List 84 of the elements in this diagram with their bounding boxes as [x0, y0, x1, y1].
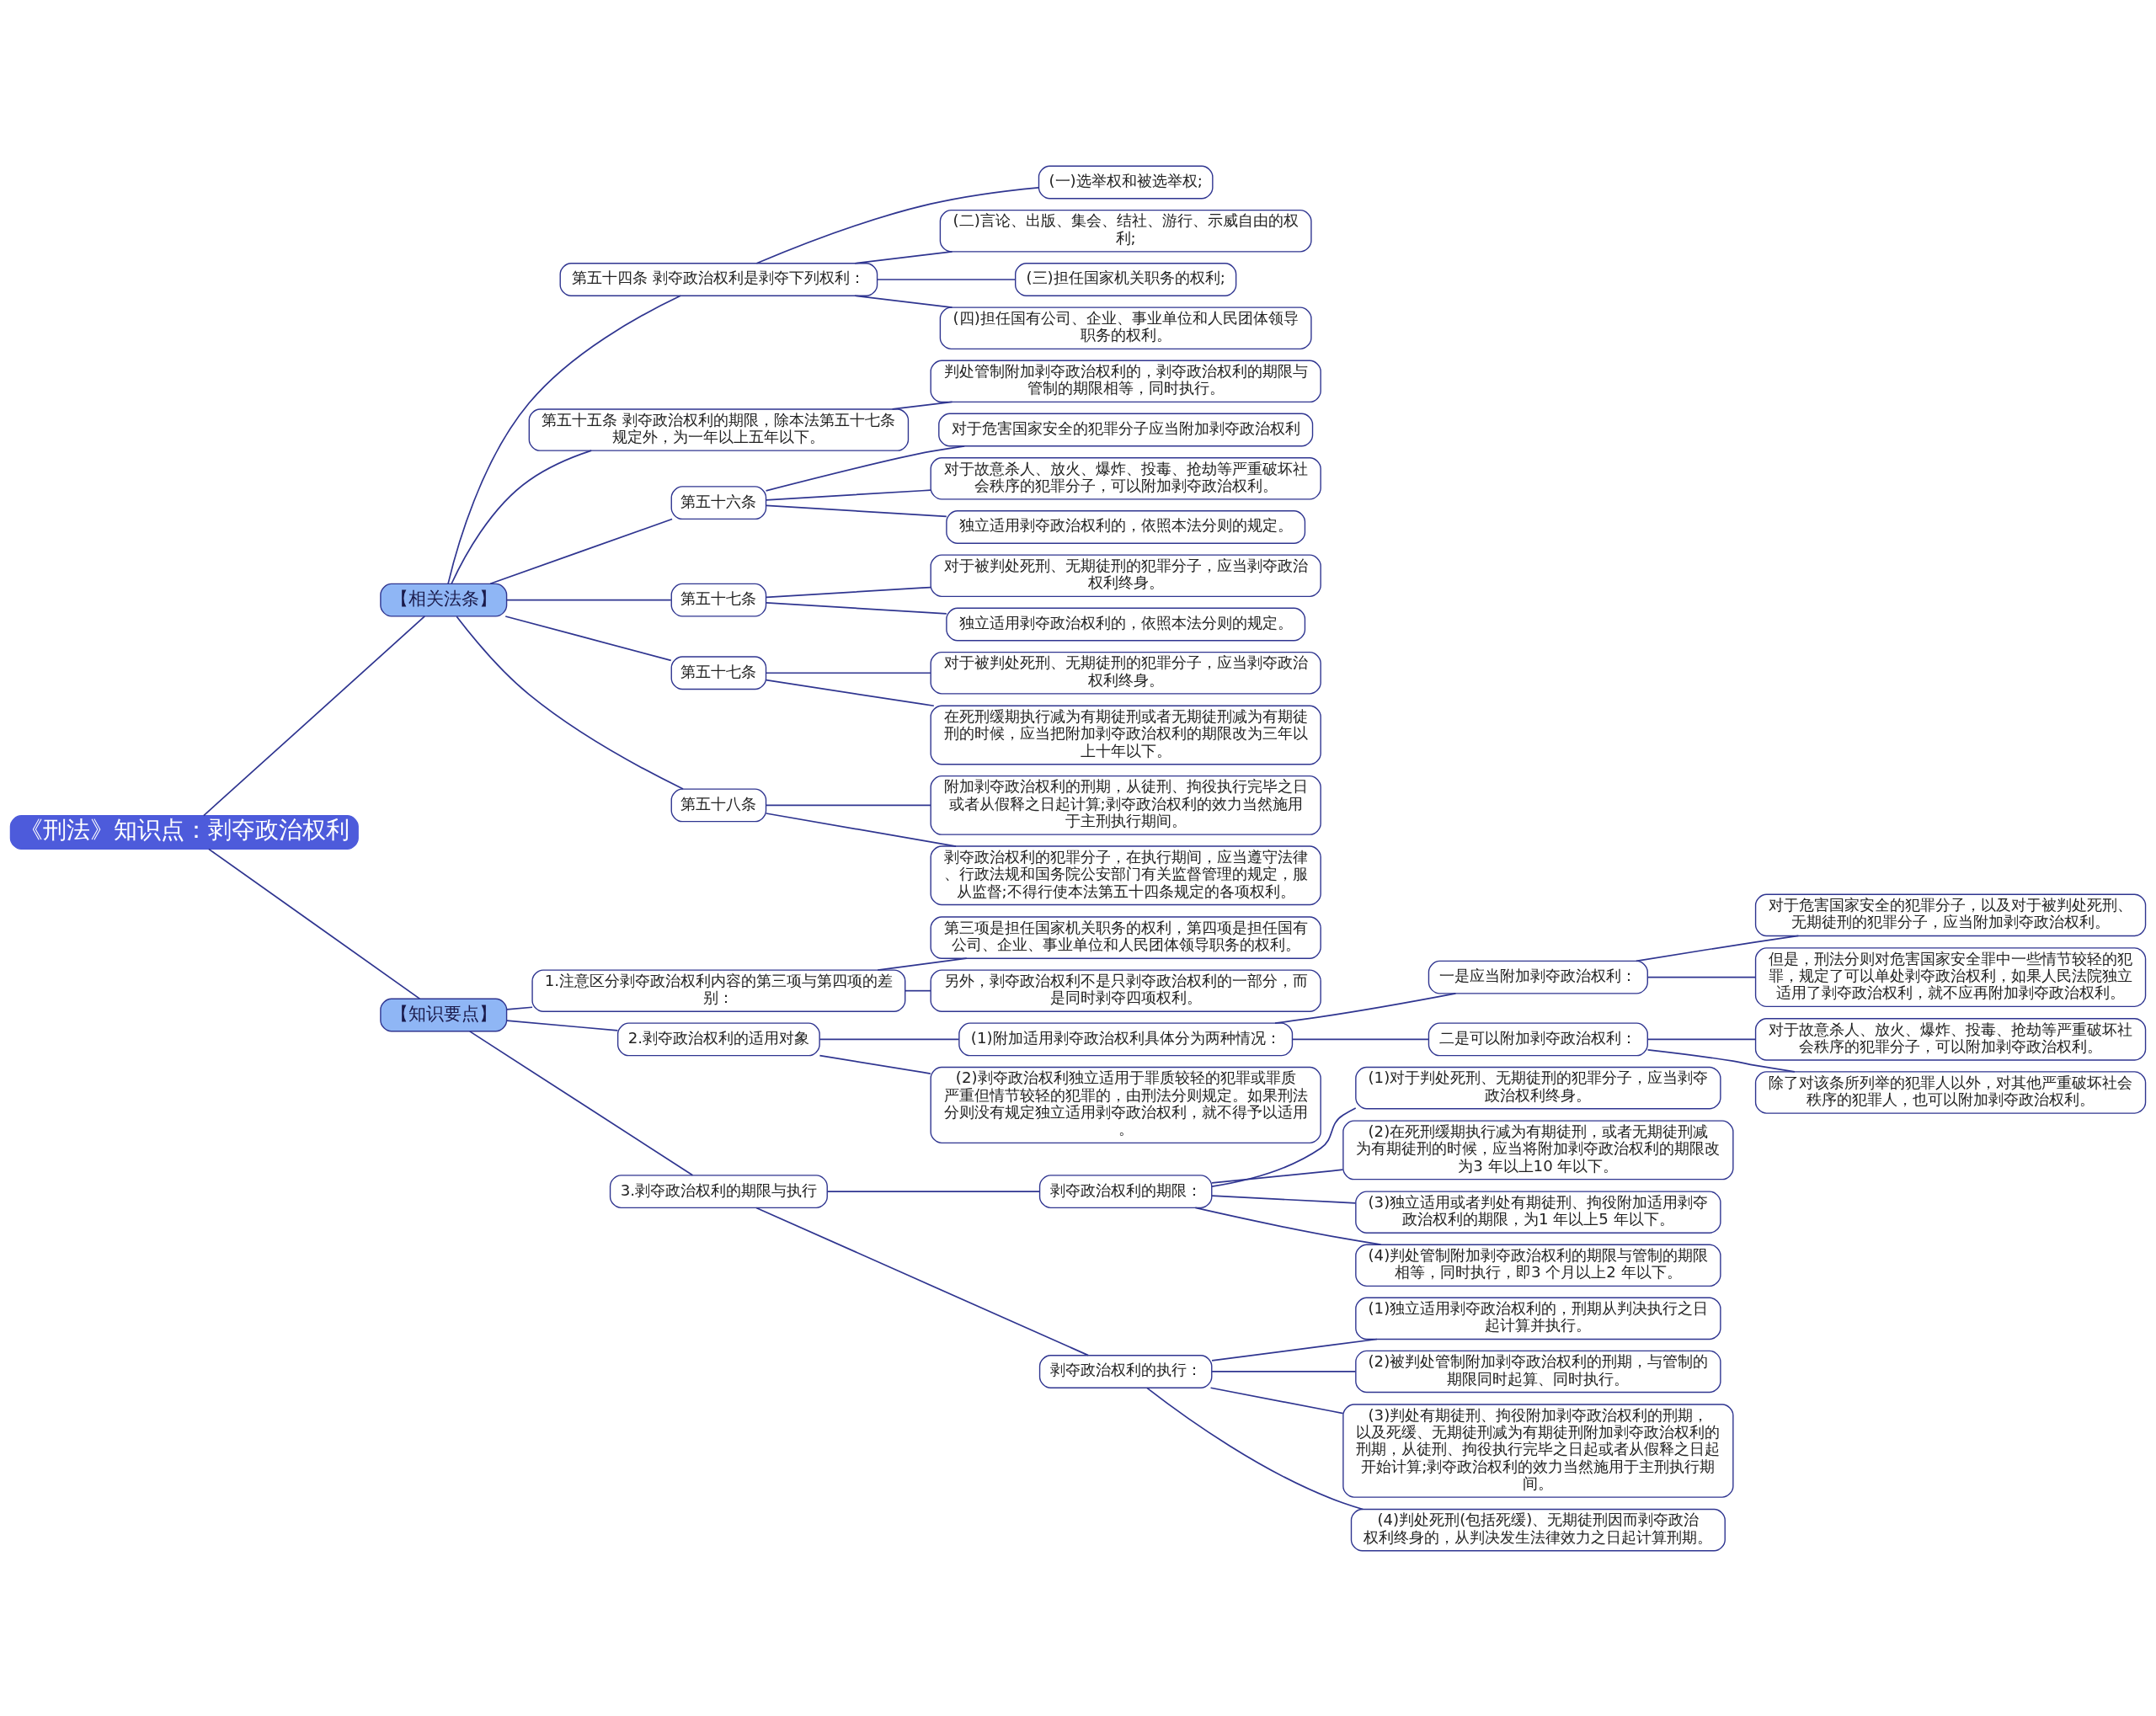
connector [819, 1038, 960, 1040]
node-box: 剥夺政治权利的犯罪分子，在执行期间，应当遵守法律、行政法规和国务院公安部门有关监督管理的规定，服从监督;不得行使本法第五十四条规定的各项权利。 [930, 845, 1321, 905]
node-box: 二是可以附加剥夺政治权利： [1428, 1021, 1648, 1056]
connector [765, 671, 931, 674]
node-box: (1)对于判处死刑、无期徒刑的犯罪分子，应当剥夺政治权利终身。 [1355, 1066, 1721, 1109]
connector [1211, 1370, 1357, 1372]
node-box: 附加剥夺政治权利的刑期，从徒刑、拘役执行完毕之日或者从假释之日起计算;剥夺政治权利的效力当然施用于主刑执行期间。 [930, 775, 1321, 835]
node-box: 第五十八条 [670, 787, 767, 822]
node-box: (4)判处管制附加剥夺政治权利的期限与管制的期限相等，同时执行，即3 个月以上2 年以下。 [1355, 1244, 1721, 1287]
node-box: 1.注意区分剥夺政治权利内容的第三项与第四项的差别： [531, 968, 906, 1012]
connector [489, 518, 673, 584]
node-box: 第五十四条 剥夺政治权利是剥夺下列权利： [559, 262, 878, 296]
connector [506, 1019, 619, 1031]
node-box: 2.剥夺政治权利的适用对象 [616, 1021, 820, 1056]
connector [456, 615, 684, 790]
node-box: (四)担任国有公司、企业、事业单位和人民团体领导职务的权利。 [939, 306, 1312, 349]
node-box: (1)附加适用剥夺政治权利具体分为两种情况： [958, 1021, 1294, 1056]
node-box: 除了对该条所列举的犯罪人以外，对其他严重破坏社会秩序的犯罪人，也可以附加剥夺政治权利。 [1754, 1070, 2147, 1114]
node-box: (1)独立适用剥夺政治权利的，刑期从判决执行之日起计算并执行。 [1355, 1297, 1721, 1340]
connector [765, 586, 931, 598]
node-box: 另外，剥夺政治权利不是只剥夺政治权利的一部分，而是同时剥夺四项权利。 [930, 968, 1321, 1012]
connector [765, 601, 947, 615]
connector [905, 989, 931, 992]
node-box: 剥夺政治权利的执行： [1038, 1354, 1213, 1388]
connector [506, 1005, 533, 1010]
connector [468, 1030, 694, 1176]
node-box: (2)在死刑缓期执行减为有期徒刑，或者无期徒刑减为有期徒刑的时候，应当将附加剥夺政治权利的期限改为3 年以上10 年以下。 [1342, 1119, 1734, 1180]
connector [826, 1190, 1041, 1192]
connector [1211, 1194, 1357, 1204]
node-box: 在死刑缓期执行减为有期徒刑或者无期徒刑减为有期徒刑的时候，应当把附加剥夺政治权利的期限改为三年以上十年以下。 [930, 705, 1321, 765]
node-box: 对于被判处死刑、无期徒刑的犯罪分子，应当剥夺政治权利终身。 [930, 554, 1321, 597]
connector [1209, 1386, 1344, 1414]
connector [765, 679, 935, 706]
connector [877, 278, 1017, 280]
node-box: (3)独立适用或者判处有期徒刑、拘役附加适用剥夺政治权利的期限，为1 年以上5 年以下。 [1355, 1190, 1721, 1234]
connector [755, 1207, 1089, 1356]
node-box: 但是，刑法分则对危害国家安全罪中一些情节较轻的犯罪，规定了可以单处剥夺政治权利，如果人民法院独立适用了剥夺政治权利，就不应再附加剥夺政治权利。 [1754, 946, 2147, 1007]
node-box: 3.剥夺政治权利的期限与执行 [609, 1174, 828, 1208]
connector [1146, 1387, 1364, 1510]
connector [1211, 1168, 1344, 1184]
node-box: 【相关法条】 [380, 583, 508, 617]
node-box: (4)判处死刑(包括死缓)、无期徒刑因而剥夺政治权利终身的，从判决发生法律效力之日起计算刑期。 [1350, 1508, 1726, 1551]
node-box: 第三项是担任国家机关职务的权利，第四项是担任国有公司、企业、事业单位和人民团体领导职务的权利。 [930, 915, 1321, 959]
node-box: 对于故意杀人、放火、爆炸、投毒、抢劫等严重破坏社会秩序的犯罪分子，可以附加剥夺政治权利。 [930, 456, 1321, 500]
node-box: (3)判处有期徒刑、拘役附加剥夺政治权利的刑期，以及死缓、无期徒刑减为有期徒刑附加剥夺政治权利的刑期，从徒刑、拘役执行完毕之日起或者从假释之日起开始计算;剥夺政治权利的效力当然施用于主刑执行期间。 [1342, 1403, 1734, 1498]
connector [854, 250, 953, 264]
connector [765, 504, 947, 517]
node-box: 对于被判处死刑、无期徒刑的犯罪分子，应当剥夺政治权利终身。 [930, 651, 1321, 695]
node-box: 第五十七条 [670, 583, 767, 617]
connector [765, 804, 931, 806]
connector [451, 449, 593, 584]
connector [1291, 1038, 1430, 1040]
node-box: 剥夺政治权利的期限： [1038, 1174, 1213, 1208]
node-box: 第五十六条 [670, 485, 767, 520]
node-box: 独立适用剥夺政治权利的，依照本法分则的规定。 [946, 509, 1306, 544]
node-box: 《刑法》知识点：剥夺政治权利 [9, 814, 359, 850]
node-box: 【知识要点】 [380, 998, 508, 1031]
connector [891, 401, 953, 410]
connector [819, 1054, 931, 1074]
node-box: (三)担任国家机关职务的权利; [1015, 262, 1237, 296]
node-box: 一是应当附加剥夺政治权利： [1428, 960, 1648, 994]
node-box: 对于危害国家安全的犯罪分子应当附加剥夺政治权利 [938, 413, 1314, 446]
connector [504, 615, 672, 661]
node-box: (2)被判处管制附加剥夺政治权利的刑期，与管制的期限同时起算、同时执行。 [1355, 1350, 1721, 1393]
connector [1646, 976, 1757, 978]
connector [207, 847, 421, 999]
connector [765, 445, 965, 492]
connector [447, 294, 681, 584]
node-box: 判处管制附加剥夺政治权利的，剥夺政治权利的期限与管制的期限相等，同时执行。 [930, 360, 1321, 402]
connector [506, 599, 672, 600]
node-box: 对于危害国家安全的犯罪分子，以及对于被判处死刑、无期徒刑的犯罪分子，应当附加剥夺政治权利。 [1754, 893, 2147, 936]
connector [854, 294, 953, 308]
node-box: (一)选举权和被选举权; [1038, 165, 1214, 199]
connector [1646, 1038, 1757, 1040]
node-box: 对于故意杀人、放火、爆炸、投毒、抢劫等严重破坏社会秩序的犯罪分子，可以附加剥夺政治权利。 [1754, 1017, 2147, 1061]
connector [765, 488, 931, 501]
node-box: 独立适用剥夺政治权利的，依照本法分则的规定。 [946, 607, 1306, 641]
node-box: 第五十五条 剥夺政治权利的期限，除本法第五十七条规定外，为一年以上五年以下。 [528, 408, 910, 451]
node-box: (2)剥夺政治权利独立适用于罪质较轻的犯罪或罪质严重但情节较轻的犯罪的，由刑法分则规定。如果刑法分则没有规定独立适用剥夺政治权利，就不得予以适用。 [930, 1066, 1321, 1143]
connector [1211, 1338, 1378, 1362]
node-box: (二)言论、出版、集会、结社、游行、示威自由的权利; [939, 209, 1312, 253]
node-box: 第五十七条 [670, 655, 767, 690]
connector [755, 186, 1040, 264]
connector [203, 615, 426, 816]
